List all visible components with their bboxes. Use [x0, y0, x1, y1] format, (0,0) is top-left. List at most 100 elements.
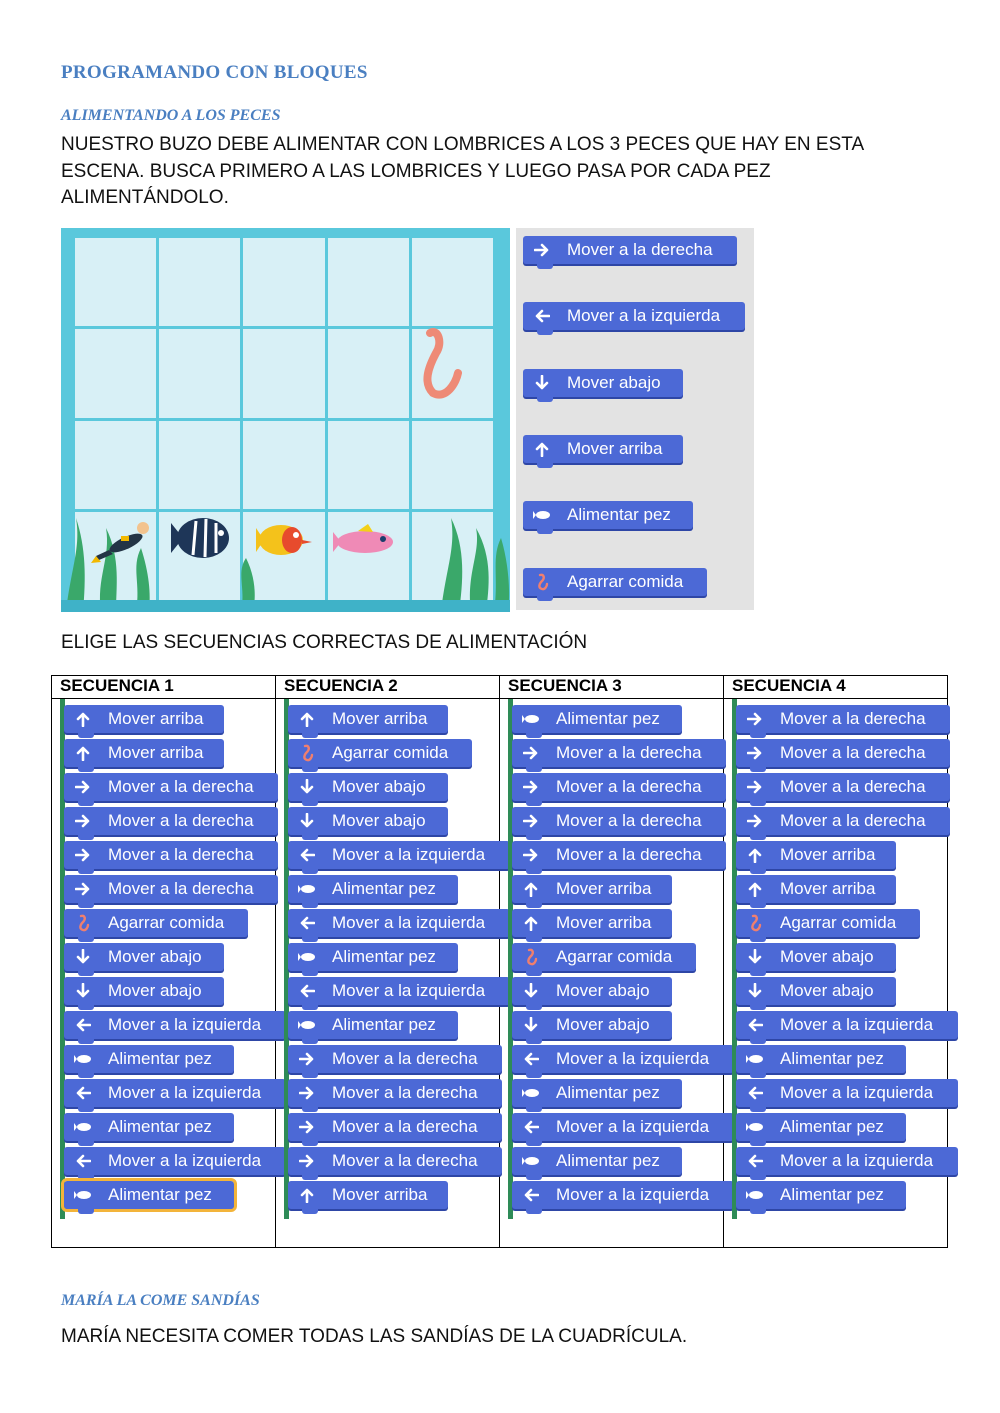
sequence-1-block-3[interactable]: Mover a la derecha — [64, 773, 278, 806]
block-label: Mover a la izquierda — [780, 1083, 934, 1102]
sequence-3-block-11[interactable]: Mover a la izquierda — [512, 1045, 734, 1078]
sequence-1-block-2[interactable]: Mover arriba — [64, 739, 224, 772]
sequence-3-block-13[interactable]: Mover a la izquierda — [512, 1113, 734, 1146]
sequence-1-block-6[interactable]: Mover a la derecha — [64, 875, 278, 908]
sequence-1-block-9[interactable]: Mover abajo — [64, 977, 224, 1010]
sequence-4-block-6[interactable]: Mover arriba — [736, 875, 896, 908]
sequence-1-block-5[interactable]: Mover a la derecha — [64, 841, 278, 874]
sequence-2-block-10[interactable]: Alimentar pez — [288, 1011, 458, 1044]
sequence-3-block-5[interactable]: Mover a la derecha — [512, 841, 726, 874]
block-label: Mover a la derecha — [332, 1049, 478, 1068]
sequence-1-block-10[interactable]: Mover a la izquierda — [64, 1011, 286, 1044]
sequence-1-block-7[interactable]: Agarrar comida — [64, 909, 248, 942]
block-label: Mover arriba — [556, 913, 652, 932]
sequence-3-block-10[interactable]: Mover abajo — [512, 1011, 672, 1044]
sequence-1-block-15[interactable]: Alimentar pez — [61, 1178, 237, 1214]
sequence-2-block-7[interactable]: Mover a la izquierda — [288, 909, 510, 942]
arrow-right-icon — [522, 773, 540, 801]
fish-icon — [746, 1045, 764, 1073]
block-label: Mover a la izquierda — [556, 1185, 710, 1204]
sequence-2-block-9[interactable]: Mover a la izquierda — [288, 977, 510, 1010]
sequence-4-block-11[interactable]: Alimentar pez — [736, 1045, 906, 1078]
sequence-2-block-6[interactable]: Alimentar pez — [288, 875, 458, 908]
block-label: Mover a la derecha — [556, 743, 702, 762]
sequence-3-block-7[interactable]: Mover arriba — [512, 909, 672, 942]
block-label: Mover arriba — [332, 709, 428, 728]
sequence-3-block-6[interactable]: Mover arriba — [512, 875, 672, 908]
sequence-1-block-1[interactable]: Mover arriba — [64, 705, 224, 738]
sequence-4-block-15[interactable]: Alimentar pez — [736, 1181, 906, 1214]
sequence-4-block-14[interactable]: Mover a la izquierda — [736, 1147, 958, 1180]
block-label: Mover a la izquierda — [556, 1049, 710, 1068]
sequence-3-block-2[interactable]: Mover a la derecha — [512, 739, 726, 772]
sequence-2-block-1[interactable]: Mover arriba — [288, 705, 448, 738]
sequence-3-block-12[interactable]: Alimentar pez — [512, 1079, 682, 1112]
sequence-4-block-2[interactable]: Mover a la derecha — [736, 739, 950, 772]
sequence-3-block-4[interactable]: Mover a la derecha — [512, 807, 726, 840]
sequence-2-block-5[interactable]: Mover a la izquierda — [288, 841, 510, 874]
sequence-4-block-5[interactable]: Mover arriba — [736, 841, 896, 874]
arrow-up-icon — [533, 435, 551, 463]
block-label: Mover abajo — [108, 947, 202, 966]
block-label: Mover a la izquierda — [780, 1015, 934, 1034]
arrow-left-icon — [74, 1147, 92, 1175]
block-label: Agarrar comida — [108, 913, 225, 932]
palette-block-6[interactable]: Agarrar comida — [523, 567, 707, 601]
sequence-1-block-13[interactable]: Alimentar pez — [64, 1113, 234, 1146]
palette-block-5[interactable]: Alimentar pez — [523, 501, 693, 535]
sequence-3-block-14[interactable]: Alimentar pez — [512, 1147, 682, 1180]
block-label: Mover a la izquierda — [332, 981, 486, 1000]
sequence-4-block-7[interactable]: Agarrar comida — [736, 909, 920, 942]
palette-block-1[interactable]: Mover a la derecha — [523, 236, 737, 269]
sequence-2-block-11[interactable]: Mover a la derecha — [288, 1045, 502, 1078]
sequence-2-block-15[interactable]: Mover arriba — [288, 1181, 448, 1214]
section-subtitle-peces: ALIMENTANDO A LOS PECES — [61, 107, 281, 124]
sequence-3-block-1[interactable]: Alimentar pez — [512, 705, 682, 738]
sequence-3-block-15[interactable]: Mover a la izquierda — [512, 1181, 734, 1214]
sequence-4-block-4[interactable]: Mover a la derecha — [736, 807, 950, 840]
sequence-2-block-12[interactable]: Mover a la derecha — [288, 1079, 502, 1112]
sequence-2-block-8[interactable]: Alimentar pez — [288, 943, 458, 976]
sequence-1-block-8[interactable]: Mover abajo — [64, 943, 224, 976]
sequence-3-block-8[interactable]: Agarrar comida — [512, 943, 696, 976]
sequence-2-block-3[interactable]: Mover abajo — [288, 773, 448, 806]
sequence-4-block-12[interactable]: Mover a la izquierda — [736, 1079, 958, 1112]
sequence-4-block-13[interactable]: Alimentar pez — [736, 1113, 906, 1146]
sequence-4-block-3[interactable]: Mover a la derecha — [736, 773, 950, 806]
sequence-4-block-9[interactable]: Mover abajo — [736, 977, 896, 1010]
sequence-2-block-14[interactable]: Mover a la derecha — [288, 1147, 502, 1180]
palette-block-2[interactable]: Mover a la izquierda — [523, 302, 745, 336]
fish-icon — [522, 1147, 540, 1175]
sequence-4-block-1[interactable]: Mover a la derecha — [736, 705, 950, 738]
block-label: Mover a la derecha — [780, 777, 926, 796]
sequence-1-block-4[interactable]: Mover a la derecha — [64, 807, 278, 840]
block-label: Mover a la izquierda — [556, 1117, 710, 1136]
sequence-3-block-3[interactable]: Mover a la derecha — [512, 773, 726, 806]
sequence-stack-bar — [60, 699, 65, 1219]
arrow-up-icon — [746, 841, 764, 869]
sequence-4-block-10[interactable]: Mover a la izquierda — [736, 1011, 958, 1044]
block-label: Agarrar comida — [332, 743, 449, 762]
arrow-right-icon — [298, 1113, 316, 1141]
sequence-4-block-8[interactable]: Mover abajo — [736, 943, 896, 976]
palette-block-4[interactable]: Mover arriba — [523, 434, 683, 468]
sequence-header-3: SECUENCIA 3 — [499, 675, 724, 699]
sequence-2-block-2[interactable]: Agarrar comida — [288, 739, 472, 772]
block-label: Alimentar pez — [332, 879, 436, 898]
sequence-1-block-11[interactable]: Alimentar pez — [64, 1045, 234, 1078]
block-label: Mover a la izquierda — [108, 1151, 262, 1170]
arrow-left-icon — [746, 1079, 764, 1107]
sequence-3-block-9[interactable]: Mover abajo — [512, 977, 672, 1010]
sequence-1-block-14[interactable]: Mover a la izquierda — [64, 1147, 286, 1180]
sequence-1-block-12[interactable]: Mover a la izquierda — [64, 1079, 286, 1112]
sequence-2-block-13[interactable]: Mover a la derecha — [288, 1113, 502, 1146]
sequence-2-block-4[interactable]: Mover abajo — [288, 807, 448, 840]
sequence-header-2: SECUENCIA 2 — [275, 675, 500, 699]
block-label: Mover arriba — [780, 879, 876, 898]
block-label: Agarrar comida — [780, 913, 897, 932]
palette-block-3[interactable]: Mover abajo — [523, 368, 683, 402]
